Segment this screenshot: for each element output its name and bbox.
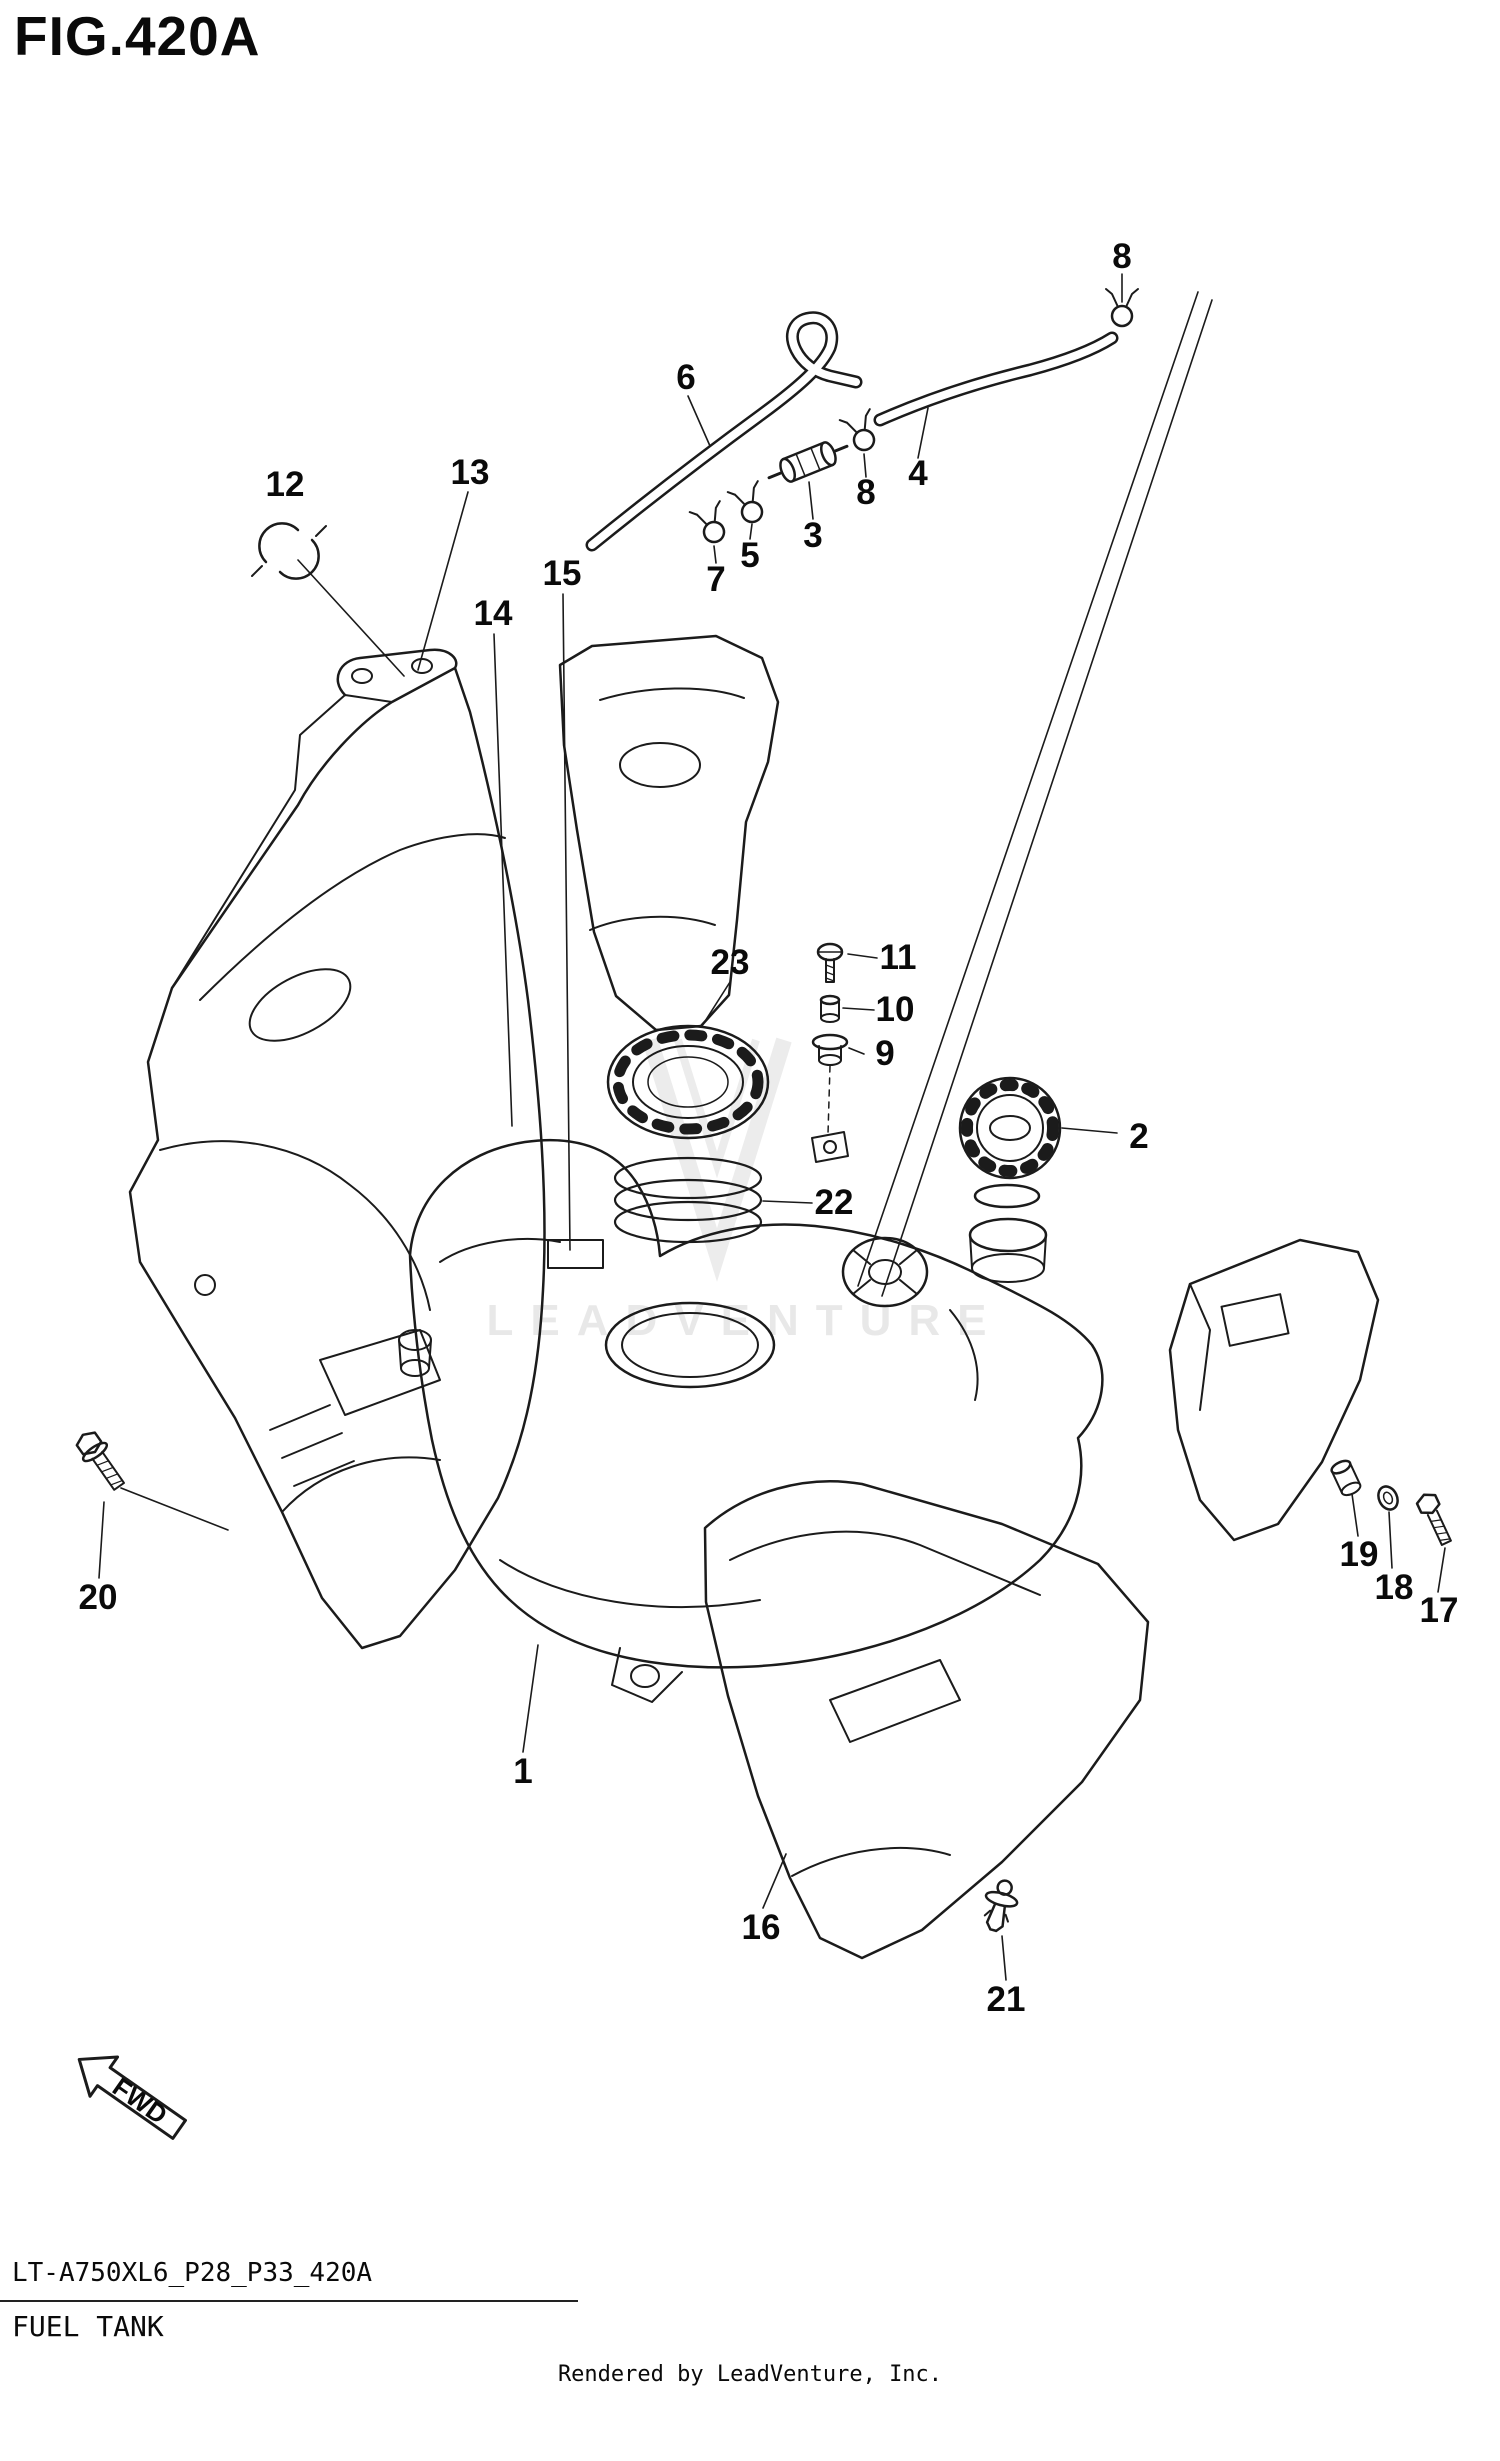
fuel-tank	[398, 1131, 1104, 1703]
fuel-pump-mount	[841, 1236, 929, 1308]
pipe-clamp-12	[251, 522, 327, 580]
center-top-cover	[558, 634, 780, 1032]
grommet-9	[811, 1033, 849, 1066]
hose-clamp-5	[726, 479, 772, 529]
watermark-text: LEADVENTURE	[486, 1296, 1003, 1345]
fwd-arrow: FWD	[77, 2055, 187, 2140]
right-lower-cover	[703, 1480, 1150, 1960]
watermark-logo-icon	[642, 1037, 792, 1282]
figure-title: FIG.420A	[14, 5, 261, 67]
fuel-valve-3	[767, 441, 849, 483]
filler-neck	[968, 1217, 1048, 1283]
push-rivet-21	[983, 1879, 1019, 1933]
pump-lock-ring	[606, 1024, 770, 1140]
leader-lines	[98, 273, 1446, 1981]
spacer-19	[1330, 1459, 1362, 1497]
figure-name: FUEL TANK	[12, 2310, 164, 2343]
bolt-20	[75, 1431, 126, 1491]
grommet-assembly-axis	[827, 1065, 831, 1135]
hose-clamp-7	[688, 499, 734, 549]
rendered-by-credit: Rendered by LeadVenture, Inc.	[557, 2362, 943, 2387]
fuel-hose-4	[873, 331, 1119, 427]
fuel-hose-6	[585, 311, 863, 552]
left-side-cover	[128, 648, 546, 1650]
tank-bracket	[811, 1131, 849, 1163]
screw-11	[816, 942, 844, 983]
spacer-10	[819, 994, 841, 1023]
right-rear-panel	[1168, 1238, 1380, 1542]
footer-divider	[0, 2300, 578, 2302]
bolt-17	[1415, 1493, 1452, 1546]
part-code: LT-A750XL6_P28_P33_420A	[12, 2258, 373, 2288]
washer-18	[1377, 1485, 1399, 1511]
fuel-cap	[958, 1076, 1062, 1209]
seal-rings	[613, 1156, 763, 1244]
